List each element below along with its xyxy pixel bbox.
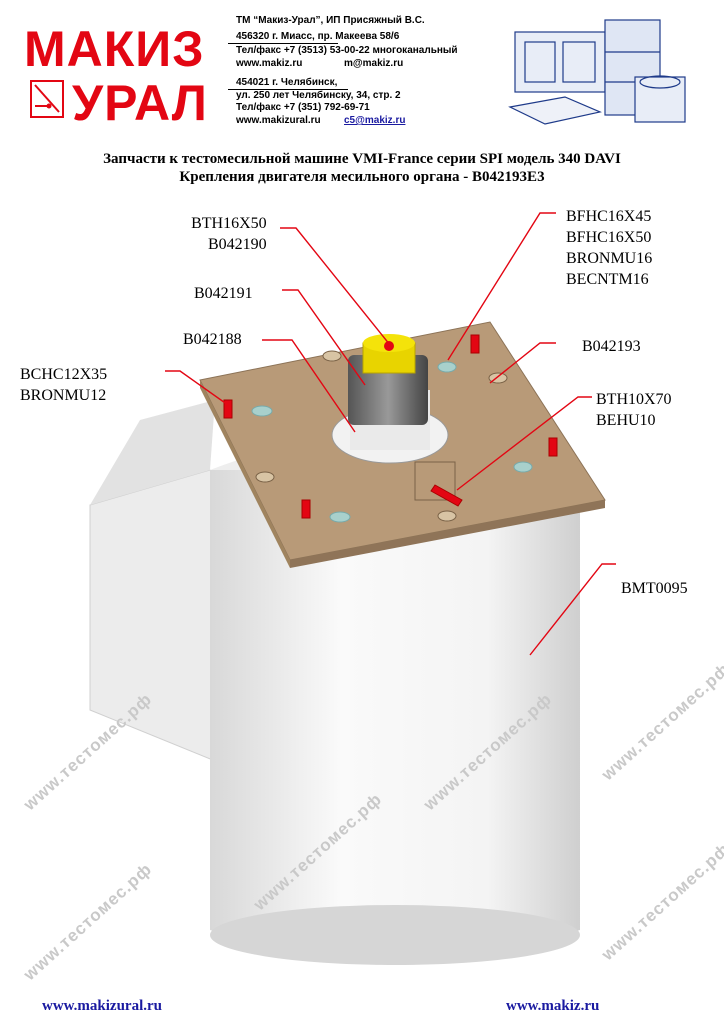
website-makizural[interactable]: www.makizural.ru bbox=[236, 115, 321, 126]
logo-emblem bbox=[30, 80, 64, 118]
page-subtitle: Крепления двигателя месильного органа - … bbox=[179, 169, 545, 185]
part-code: BFHC16X45 bbox=[566, 208, 652, 225]
label-bth10x70: BTH10X70 BEHU10 bbox=[596, 389, 672, 431]
terminal-box bbox=[89, 400, 226, 766]
shaft-assembly bbox=[348, 334, 430, 450]
part-code: BEHU10 bbox=[596, 412, 656, 429]
website-makiz[interactable]: www.makiz.ru bbox=[236, 58, 303, 69]
label-bchc12x35: BCHC12X35 BRONMU12 bbox=[20, 364, 107, 406]
page-title: Запчасти к тестомесильной машине VMI-Fra… bbox=[103, 151, 621, 167]
part-code: B042190 bbox=[208, 236, 267, 253]
part-code: BRONMU12 bbox=[20, 387, 107, 404]
part-code: BCHC12X35 bbox=[20, 366, 108, 383]
phone-chelyabinsk: Тел/факс +7 (351) 792-69-71 bbox=[236, 102, 370, 113]
company-name: ТМ “Макиз-Урал”, ИП Присяжный В.С. bbox=[236, 15, 425, 26]
label-b042191: B042191 bbox=[194, 285, 253, 302]
footer-link-makiz[interactable]: www.makiz.ru bbox=[506, 998, 600, 1014]
email-c5[interactable]: c5@makiz.ru bbox=[344, 115, 406, 126]
address-chelyabinsk: 454021 г. Челябинск, bbox=[236, 77, 338, 88]
leader-lines bbox=[165, 212, 616, 656]
part-code: BFHC16X50 bbox=[566, 229, 652, 246]
part-code: BECNTM16 bbox=[566, 271, 649, 288]
bolts bbox=[223, 334, 558, 519]
footer-link-makizural[interactable]: www.makizural.ru bbox=[42, 998, 162, 1014]
label-b042193: B042193 bbox=[582, 338, 641, 355]
email-m[interactable]: m@makiz.ru bbox=[344, 58, 404, 69]
logo-ural: УРАЛ bbox=[72, 75, 208, 131]
label-bmt0095: BMT0095 bbox=[621, 580, 688, 597]
address-chelyabinsk-street: ул. 250 лет Челябинску, 34, стр. 2 bbox=[236, 90, 401, 101]
phone-miass: Тел/факс +7 (3513) 53-00-22 многоканальн… bbox=[236, 45, 458, 56]
address-miass: 456320 г. Миасс, пр. Макеева 58/6 bbox=[236, 31, 400, 42]
label-b042188: B042188 bbox=[183, 331, 242, 348]
equipment-illustration bbox=[508, 19, 686, 125]
part-code: BRONMU16 bbox=[566, 250, 653, 267]
logo-makiz: МАКИЗ bbox=[24, 21, 205, 77]
part-code: BTH16X50 bbox=[191, 215, 267, 232]
part-code: BTH10X70 bbox=[596, 391, 672, 408]
label-bth16x50: BTH16X50 B042190 bbox=[190, 213, 267, 255]
label-bfhc16x45: BFHC16X45 BFHC16X50 BRONMU16 BECNTM16 bbox=[566, 206, 652, 290]
